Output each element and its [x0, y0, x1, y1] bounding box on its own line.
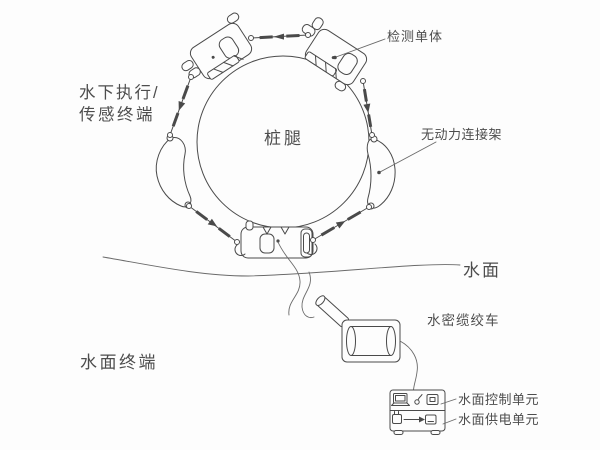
link-upper-right	[362, 80, 373, 136]
leader-non-powered-frame	[377, 141, 437, 175]
link-eyes	[167, 32, 375, 245]
hook-icon	[234, 244, 246, 256]
roller	[207, 55, 240, 80]
connection-frame-left	[155, 134, 192, 209]
label-detection-unit: 检测单体	[387, 29, 443, 44]
box-foot	[430, 430, 441, 435]
leader-control-unit	[440, 398, 457, 405]
label-underwater-terminal-line1: 水下执行/	[79, 83, 160, 102]
cable-winch	[315, 295, 418, 391]
umbilical-cable	[277, 241, 315, 318]
leader-power-unit	[442, 418, 457, 425]
link-lower-left	[188, 205, 238, 243]
detection-unit-top-left	[181, 12, 253, 80]
leader-detection-unit	[333, 38, 386, 60]
plate-window	[259, 233, 275, 254]
label-surface-terminal: 水面终端	[80, 353, 158, 372]
connection-frame-right	[366, 135, 396, 210]
arrow-icon	[363, 103, 371, 113]
label-pile-leg: 桩腿	[264, 129, 304, 148]
label-surface-control-unit: 水面控制单元	[458, 392, 539, 407]
water-surface-line	[102, 256, 461, 277]
arrow-icon	[335, 221, 346, 229]
plate-window	[337, 52, 358, 76]
bottom-unit	[234, 220, 318, 259]
link-top	[250, 33, 309, 40]
cable-attach-point	[276, 239, 280, 243]
detection-unit-top-right	[301, 17, 368, 92]
winch-drum	[346, 326, 396, 356]
box-foot	[393, 430, 404, 435]
label-water-surface: 水面	[463, 261, 501, 280]
power-arrow-icon	[403, 416, 425, 423]
laptop-icon	[391, 393, 410, 406]
hook-icon	[306, 243, 318, 255]
surface-unit-box	[389, 389, 446, 435]
label-watertight-cable-winch: 水密缆绞车	[427, 312, 500, 328]
arrow-icon	[273, 33, 284, 40]
winch-to-box-cable	[399, 340, 418, 391]
plug-icon	[392, 411, 402, 424]
arrow-icon	[207, 218, 217, 227]
arrow-icon	[178, 101, 186, 111]
label-underwater-terminal-line2: 传感终端	[79, 105, 155, 124]
mouse-icon	[414, 394, 423, 405]
link-upper-left	[169, 76, 192, 136]
monitor-icon	[426, 394, 439, 405]
outlet-icon	[425, 414, 437, 425]
roller	[304, 51, 337, 77]
link-lower-right	[312, 206, 370, 241]
label-non-powered-frame: 无动力连接架	[421, 127, 502, 142]
label-surface-power-unit: 水面供电单元	[458, 412, 539, 427]
